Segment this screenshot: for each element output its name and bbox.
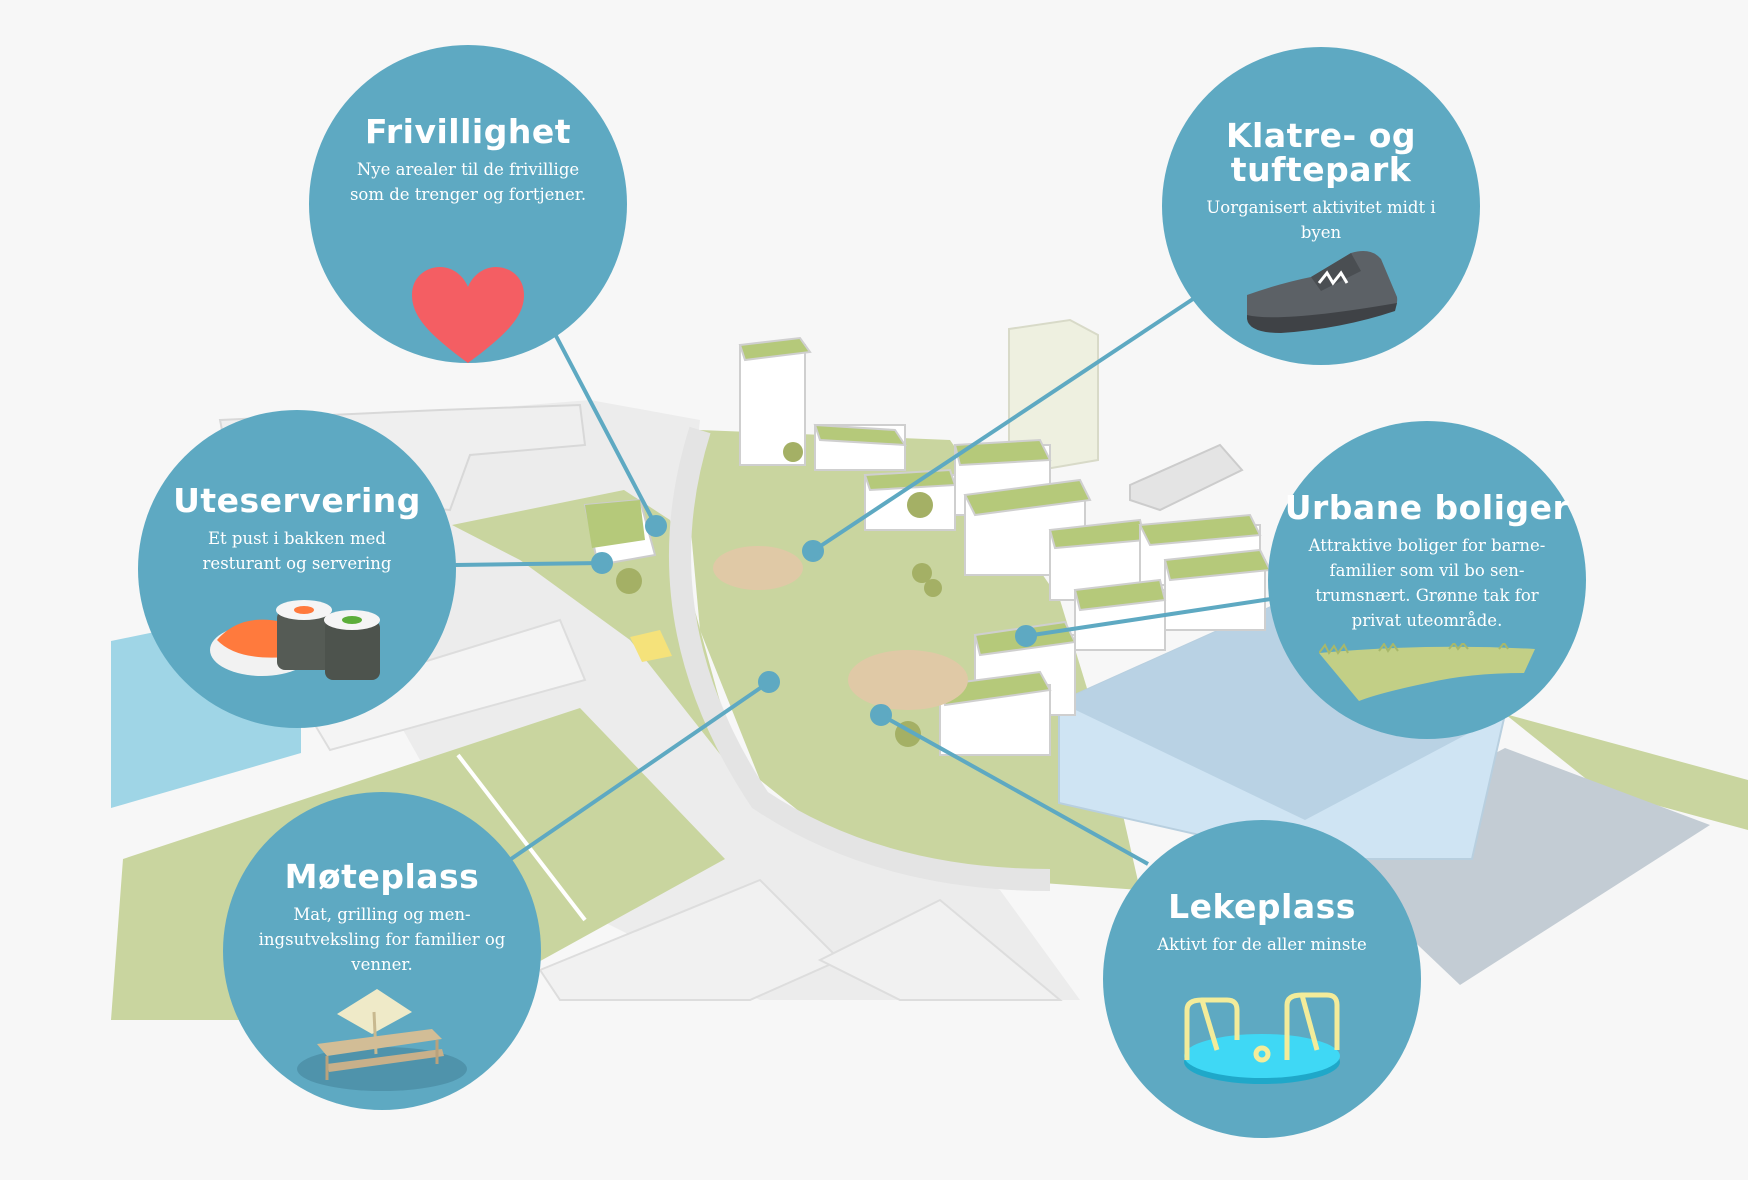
connector-frivillighet [553, 333, 658, 527]
callout-text: Nye arealer til de frivillige som de tre… [349, 160, 587, 204]
heart-icon [412, 267, 524, 363]
connector-lekeplass [880, 713, 1149, 866]
playground-areas [713, 546, 968, 710]
callout-urbane[interactable]: Urbane boliger Attraktive boliger for ba… [1268, 421, 1586, 739]
green-roof-icon [1319, 643, 1535, 701]
path-curve [669, 426, 1051, 891]
callout-title: Frivillighet [364, 112, 572, 151]
callout-title: Klatre- og tuftepark [1225, 116, 1417, 189]
connector-klatre [811, 297, 1195, 553]
callout-text: Uorganisert aktivitet midt i byen [1206, 198, 1436, 242]
trees [616, 442, 942, 747]
callout-text: Attraktive boliger for barne-familier so… [1308, 536, 1546, 630]
callout-text: Mat, grilling og men-ingsutveksling for … [258, 905, 506, 974]
callout-lekeplass[interactable]: Lekeplass Aktivt for de aller minste [1103, 820, 1421, 1138]
pin-moteplass[interactable] [758, 671, 780, 693]
picnic-table-icon [297, 989, 467, 1091]
big-hall-roof [1059, 602, 1505, 820]
pin-klatre[interactable] [802, 540, 824, 562]
grey-lot-bottom [538, 878, 842, 1001]
plaza-yellow [630, 630, 672, 662]
field-line [456, 753, 587, 922]
callout-moteplass[interactable]: Møteplass Mat, grilling og men-ingsutvek… [223, 792, 541, 1110]
callout-title: Lekeplass [1168, 887, 1356, 926]
connector-moteplass [509, 680, 771, 861]
house-right [1129, 443, 1244, 512]
callout-klatre[interactable]: Klatre- og tuftepark Uorganisert aktivit… [1162, 47, 1480, 365]
callout-title: Uteservering [173, 481, 421, 520]
callout-uteservering[interactable]: Uteservering Et pust i bakken med restur… [138, 410, 456, 728]
pin-uteservering[interactable] [591, 552, 613, 574]
green-strip-right [1505, 714, 1748, 830]
cafe-building [583, 498, 657, 567]
building-outline-left [298, 618, 587, 752]
connector-uteservering [454, 561, 603, 567]
sushi-icon [210, 600, 380, 680]
callout-title: Urbane boliger [1284, 488, 1570, 527]
pin-urbane[interactable] [1015, 625, 1037, 647]
grey-lot-bottom-right [817, 898, 1063, 1001]
pin-frivillighet[interactable] [645, 515, 667, 537]
carousel-icon [1184, 992, 1340, 1084]
callout-frivillighet[interactable]: Frivillighet Nye arealer til de frivilli… [309, 45, 627, 363]
apartment-blocks [738, 336, 1272, 756]
pin-lekeplass[interactable] [870, 704, 892, 726]
callout-text: Aktivt for de aller minste [1157, 935, 1367, 954]
connector-urbane [1025, 597, 1272, 638]
shoe-icon [1247, 251, 1398, 333]
callout-text: Et pust i bakken med resturant og server… [202, 529, 392, 573]
callout-title: Møteplass [284, 857, 480, 896]
